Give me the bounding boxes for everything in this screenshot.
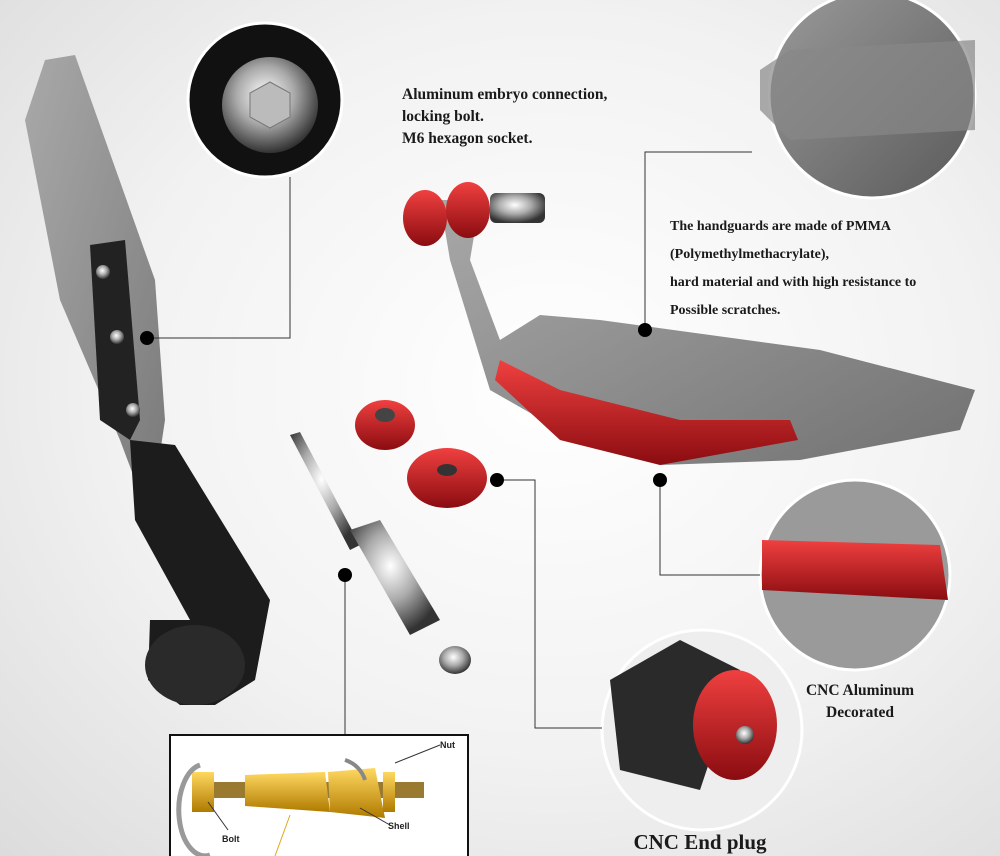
bolt-caption: Aluminum embryo connection, locking bolt… xyxy=(402,84,607,150)
expansion-bolt-diagram xyxy=(169,734,469,856)
caption-line: locking bolt. xyxy=(402,108,484,125)
diagram-label-shell: Shell xyxy=(388,821,410,831)
caption-line: Possible scratches. xyxy=(670,303,781,318)
caption-line: M6 hexagon socket. xyxy=(402,130,533,147)
diagram-label-nut: Nut xyxy=(440,740,455,750)
caption-line: CNC Aluminum xyxy=(805,682,915,699)
leader-lines xyxy=(147,151,760,735)
left-handguard xyxy=(25,55,270,705)
caption-line: Aluminum embryo connection, xyxy=(402,86,608,103)
right-handguard xyxy=(403,182,975,465)
hardware-parts xyxy=(290,400,487,674)
diagram-label-bolt: Bolt xyxy=(222,834,240,844)
caption-line: Decorated xyxy=(826,704,894,721)
caption-line: hard material and with high resistance t… xyxy=(670,275,917,290)
caption-line: (Polymethylmethacrylate), xyxy=(670,247,829,262)
end-plug-caption: CNC End plug xyxy=(633,830,767,854)
callout-dots xyxy=(140,323,667,582)
caption-line: The handguards are made of PMMA xyxy=(670,219,892,234)
cnc-decorated-caption: CNC Aluminum Decorated xyxy=(780,680,940,724)
pmma-caption: The handguards are made of PMMA (Polymet… xyxy=(670,213,916,325)
